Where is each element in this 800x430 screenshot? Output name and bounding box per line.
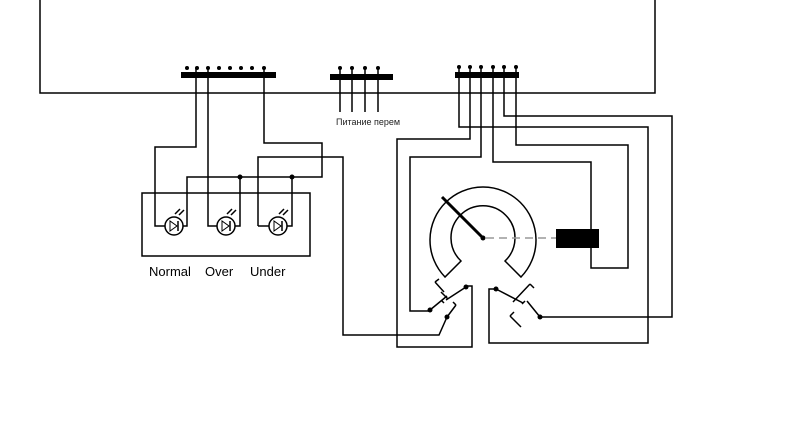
led-under-icon xyxy=(268,208,289,236)
left-switch-contacts xyxy=(427,278,469,320)
main-unit-box xyxy=(39,0,656,94)
led-label-normal: Normal xyxy=(149,264,191,279)
power-label: Питание перем xyxy=(336,117,401,127)
right-switch-contacts xyxy=(493,283,543,328)
meter-wiring xyxy=(396,67,673,348)
led-panel xyxy=(141,192,311,257)
meter-relay-icon xyxy=(429,186,599,279)
connector-1 xyxy=(181,66,276,78)
connector-3 xyxy=(455,65,519,78)
led-normal-icon xyxy=(164,208,185,236)
power-connector xyxy=(330,66,393,112)
led-wiring xyxy=(154,68,448,336)
led-label-over: Over xyxy=(205,264,234,279)
led-over-icon xyxy=(216,208,237,236)
solenoid-icon xyxy=(556,229,599,248)
led-label-under: Under xyxy=(250,264,286,279)
